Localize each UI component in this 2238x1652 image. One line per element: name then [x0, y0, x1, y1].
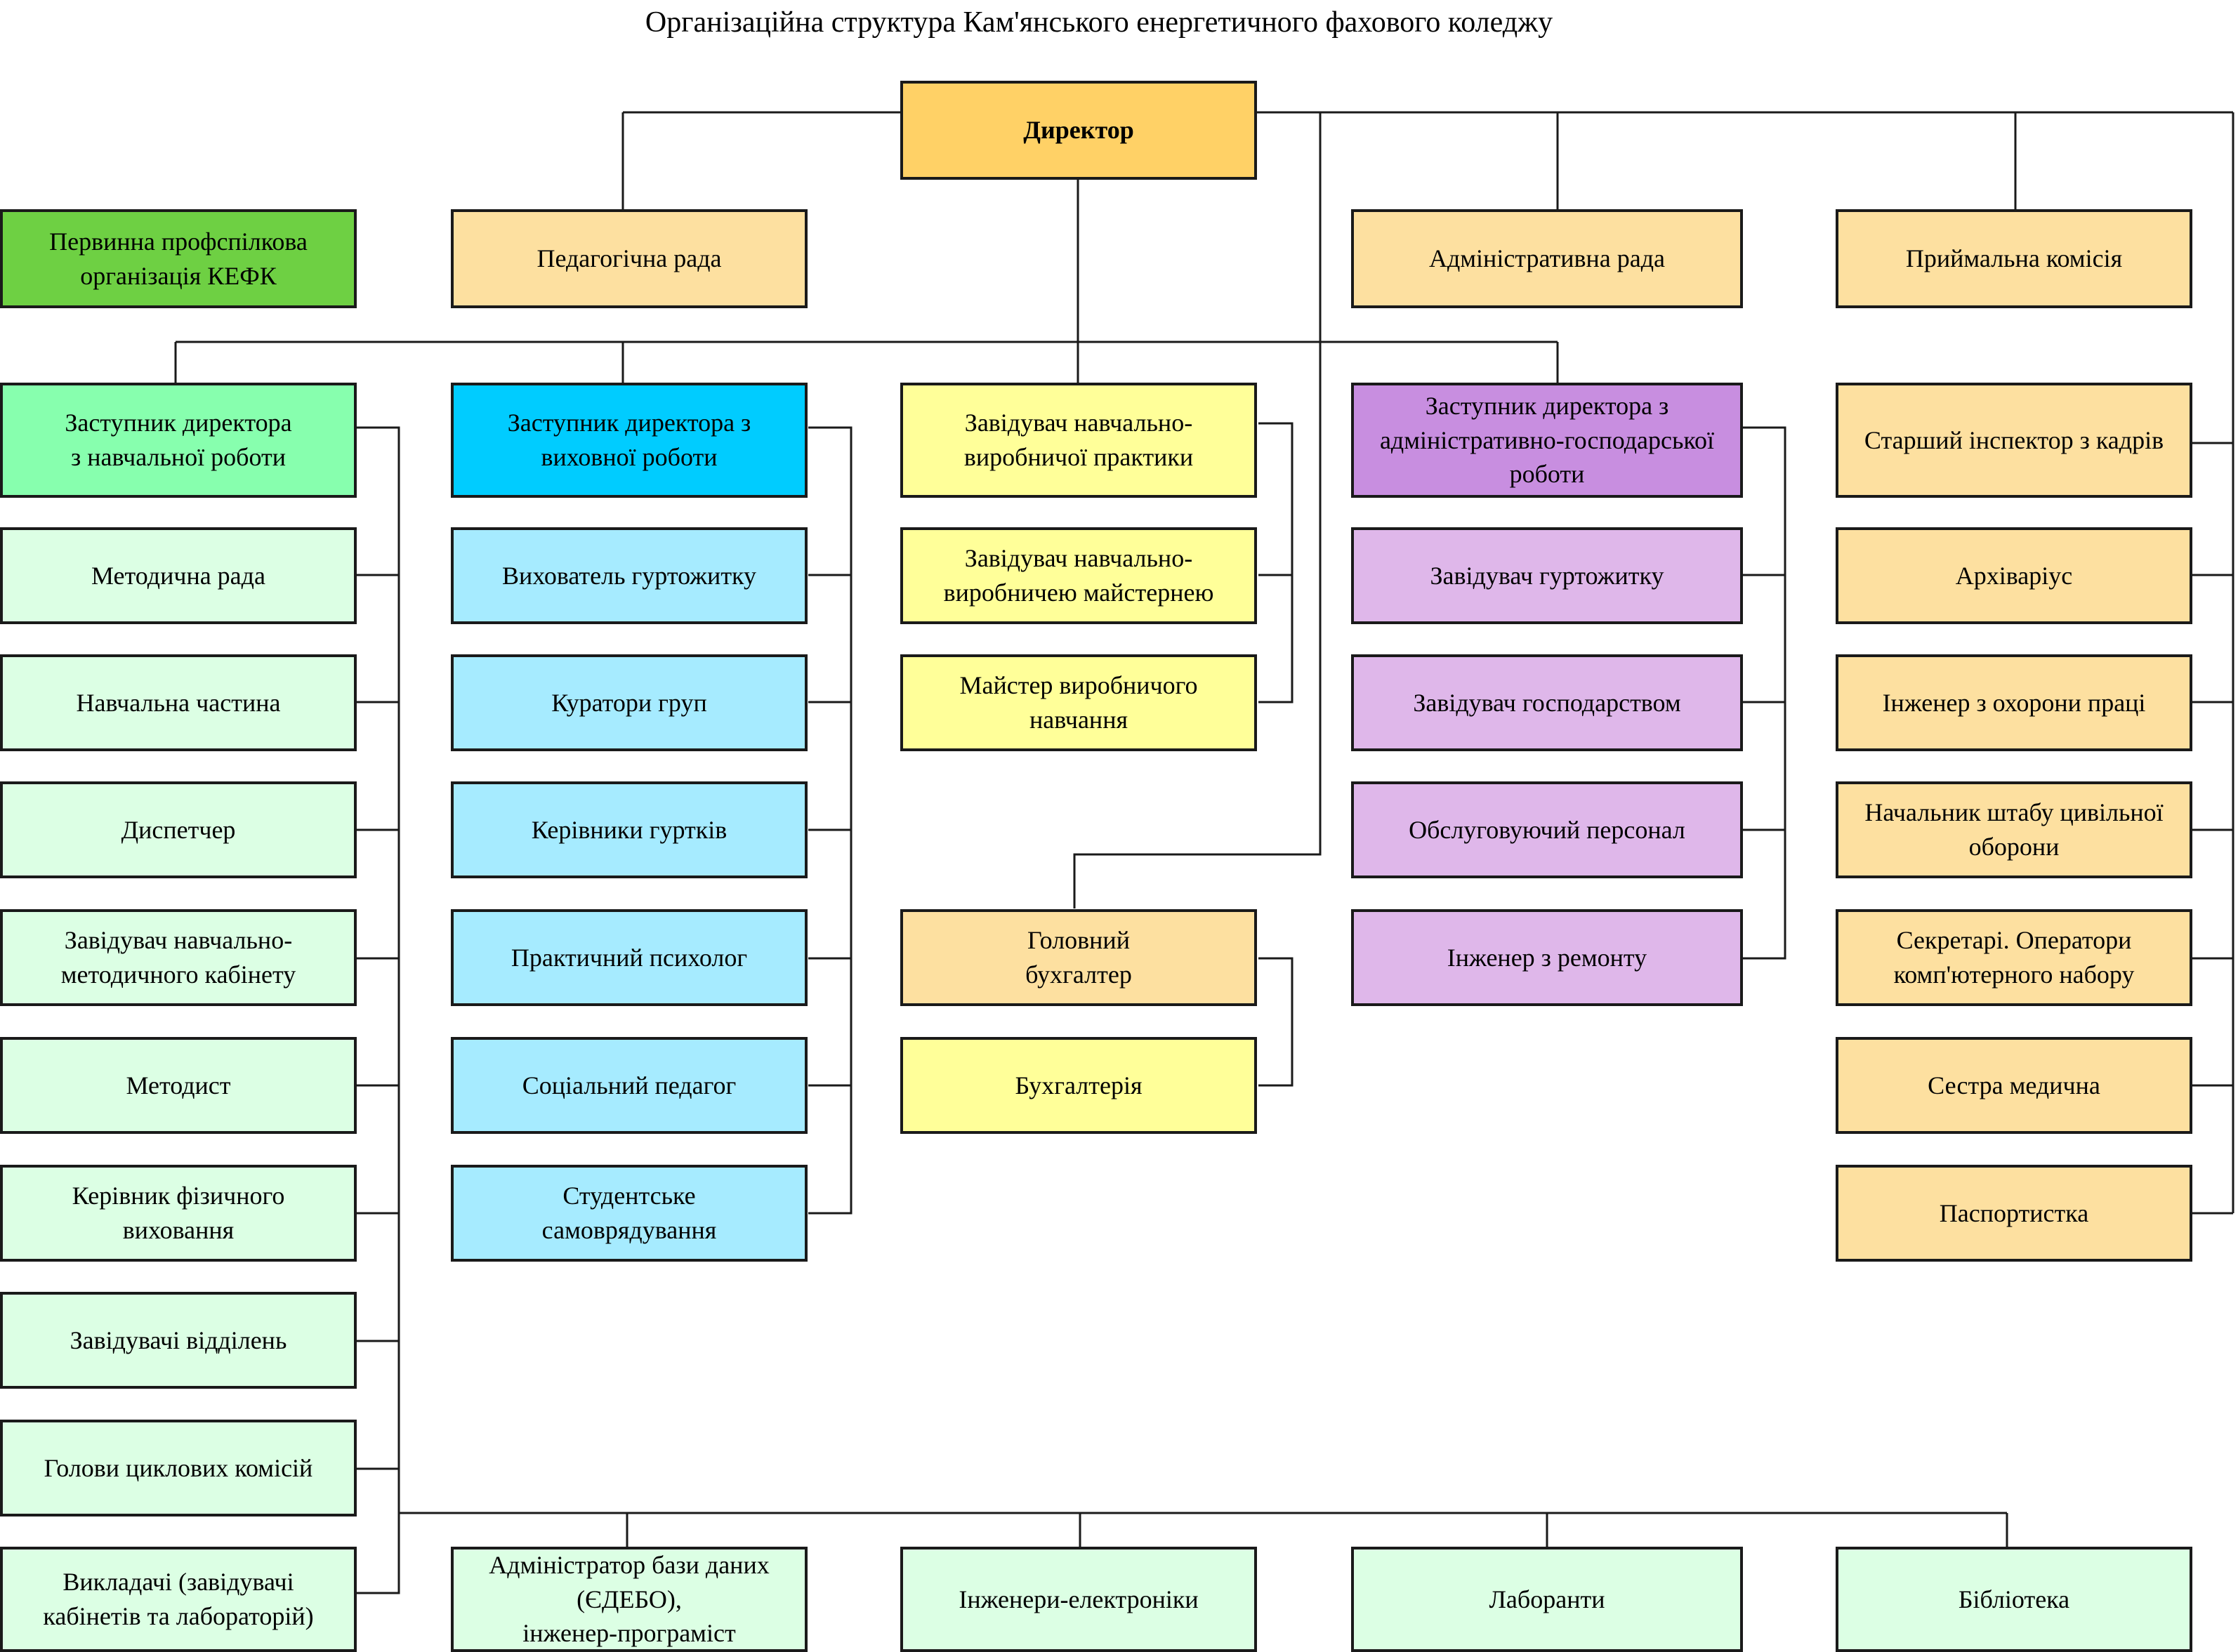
db-admin-box: Адміністратор бази даних (ЄДЕБО), інжене…: [451, 1547, 808, 1652]
academic-unit-box: Навчальна частина: [0, 654, 357, 751]
connector-accounting-bracket: [1258, 957, 1294, 1087]
heads-departments-box: Завідувачі відділень: [0, 1292, 357, 1389]
connector-right-column: [2191, 442, 2233, 1215]
nurse-box: Сестра медична: [1836, 1037, 2192, 1134]
connector-director-down: [174, 180, 1559, 383]
accounting-box: Бухгалтерія: [900, 1037, 1257, 1134]
psychologist-box: Практичний психолог: [451, 909, 808, 1006]
connector-accounting-trunk: [1073, 112, 1322, 908]
group-curators-box: Куратори груп: [451, 654, 808, 751]
connector-bottom-row: [399, 1512, 2008, 1547]
deputy-admin-box: Заступник директора з адміністративно-го…: [1351, 383, 1743, 498]
chart-title: Організаційна структура Кам'янського ене…: [645, 6, 1553, 39]
social-pedagogue-box: Соціальний педагог: [451, 1037, 808, 1134]
student-government-box: Студентське самоврядування: [451, 1165, 808, 1262]
deputy-academic-box: Заступник директора з навчальної роботи: [0, 383, 357, 498]
methodist-box: Методист: [0, 1037, 357, 1134]
civil-defense-head-box: Начальник штабу цивільної оборони: [1836, 781, 2192, 878]
connector-director-top: [621, 111, 2234, 1213]
repair-engineer-box: Інженер з ремонту: [1351, 909, 1743, 1006]
dorm-tutor-box: Вихователь гуртожитку: [451, 527, 808, 624]
secretaries-box: Секретарі. Оператори комп'ютерного набор…: [1836, 909, 2192, 1006]
trade-union-box: Первинна профспілкова організація КЕФК: [0, 209, 357, 308]
admission-committee-box: Приймальна комісія: [1836, 209, 2192, 308]
admin-council-box: Адміністративна рада: [1351, 209, 1743, 308]
senior-hr-inspector-box: Старший інспектор з кадрів: [1836, 383, 2192, 498]
safety-engineer-box: Інженер з охорони праці: [1836, 654, 2192, 751]
head-household-box: Завідувач господарством: [1351, 654, 1743, 751]
industrial-master-box: Майстер виробничого навчання: [900, 654, 1257, 751]
service-staff-box: Обслуговуючий персонал: [1351, 781, 1743, 878]
connector-educational-bracket: [808, 426, 853, 1215]
director-box: Директор: [900, 81, 1257, 180]
chief-accountant-box: Головний бухгалтер: [900, 909, 1257, 1006]
lab-assistants-box: Лаборанти: [1351, 1547, 1743, 1652]
methodical-council-box: Методична рада: [0, 527, 357, 624]
connector-admin-bracket: [1743, 426, 1786, 960]
heads-cycle-commissions-box: Голови циклових комісій: [0, 1420, 357, 1516]
dispatcher-box: Диспетчер: [0, 781, 357, 878]
head-practice-box: Завідувач навчально- виробничої практики: [900, 383, 1257, 498]
deputy-educational-box: Заступник директора з виховної роботи: [451, 383, 808, 498]
head-workshop-box: Завідувач навчально- виробничею майстерн…: [900, 527, 1257, 624]
pedagogical-council-box: Педагогічна рада: [451, 209, 808, 308]
passport-officer-box: Паспортистка: [1836, 1165, 2192, 1262]
club-leaders-box: Керівники гуртків: [451, 781, 808, 878]
connector-practice-bracket: [1258, 422, 1294, 703]
library-box: Бібліотека: [1836, 1547, 2192, 1652]
head-dormitory-box: Завідувач гуртожитку: [1351, 527, 1743, 624]
archivist-box: Архіваріус: [1836, 527, 2192, 624]
connector-academic-bracket: [357, 426, 400, 1594]
electronics-engineers-box: Інженери-електроніки: [900, 1547, 1257, 1652]
teachers-box: Викладачі (завідувачі кабінетів та лабор…: [0, 1547, 357, 1652]
head-physical-education-box: Керівник фізичного виховання: [0, 1165, 357, 1262]
head-methodical-cabinet-box: Завідувач навчально- методичного кабінет…: [0, 909, 357, 1006]
